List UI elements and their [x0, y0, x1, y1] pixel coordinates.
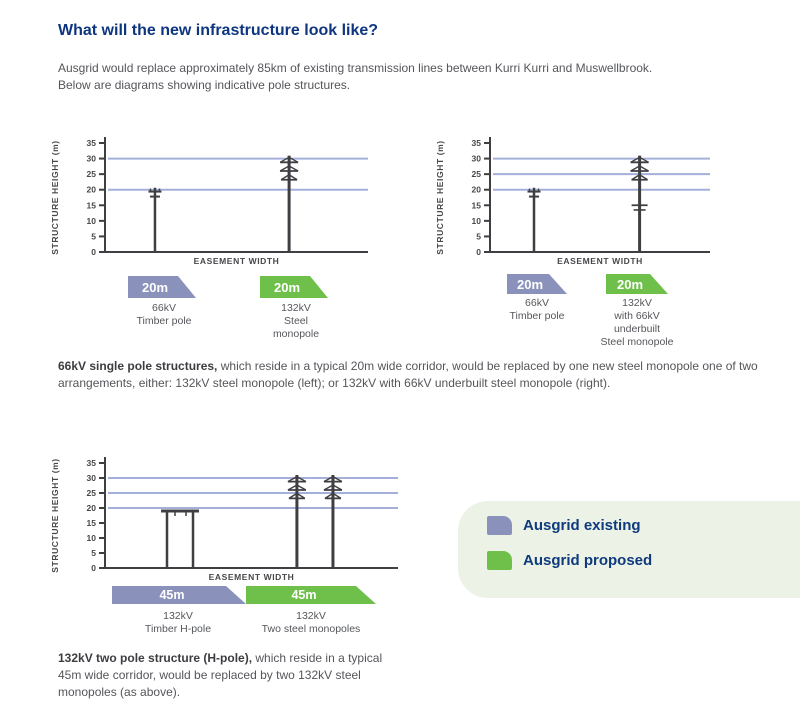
y-axis-label: STRUCTURE HEIGHT (m) [435, 140, 445, 254]
crossarm-brace [630, 165, 640, 172]
crossarm-brace [631, 174, 640, 181]
intro-text: Ausgrid would replace approximately 85km… [58, 61, 653, 92]
tick-label: 20 [87, 503, 97, 513]
crossarm-brace [288, 156, 299, 163]
easement-tag-existing-45m: 45m [112, 586, 246, 604]
x-axis-label: EASEMENT WIDTH [209, 572, 295, 582]
crossarm-brace [323, 484, 334, 491]
tag-label: 20m [273, 279, 301, 295]
crossarm-brace [288, 174, 298, 181]
tick-label: 15 [87, 200, 97, 210]
paragraph-66kv: 66kV single pole structures, which resid… [58, 358, 766, 392]
tick-label: 10 [87, 533, 97, 543]
pole-caption-132kv-monopole: 132kV Steel monopole [272, 302, 320, 340]
tick-label: 35 [87, 458, 97, 468]
tick-label: 5 [91, 231, 96, 241]
crossarm-brace [332, 492, 342, 499]
tag-label: 20m [616, 276, 644, 292]
pole-caption-hpole: 132kV Timber H-pole [144, 610, 212, 635]
easement-tag-proposed-20m: 20m [260, 276, 328, 298]
tag-label: 45m [291, 588, 317, 602]
crossarm-brace [630, 156, 640, 163]
tick-label: 5 [476, 231, 481, 241]
easement-tag-existing-20m: 20m [128, 276, 196, 298]
crossarm-brace [324, 492, 334, 499]
crossarm-brace [296, 492, 306, 499]
crossarm-brace [288, 492, 298, 499]
crossarm-brace [332, 484, 343, 491]
crossarm-brace [323, 475, 334, 483]
easement-tag-proposed-45m: 45m [246, 586, 376, 604]
paragraph-132kv-body: which reside in a typical 45m wide corri… [58, 651, 383, 699]
legend: Ausgrid existing Ausgrid proposed [458, 501, 800, 598]
crossarm-brace [296, 484, 307, 491]
crossarm-brace [639, 165, 649, 172]
tick-label: 5 [91, 548, 96, 558]
tick-label: 0 [476, 247, 481, 257]
crossarm-brace [287, 475, 298, 483]
tick-label: 10 [472, 216, 482, 226]
legend-label-proposed: Ausgrid proposed [523, 552, 653, 569]
tick-label: 25 [87, 488, 97, 498]
paragraph-132kv: 132kV two pole structure (H-pole), which… [58, 650, 398, 701]
crossarm-brace [280, 174, 290, 181]
paragraph-132kv-lead: 132kV two pole structure (H-pole), [58, 651, 253, 665]
tick-label: 25 [87, 169, 97, 179]
crossarm-brace [332, 475, 343, 483]
crossarm-brace [296, 475, 307, 483]
crossarm-brace [639, 156, 649, 163]
tick-label: 0 [91, 247, 96, 257]
tick-label: 30 [87, 154, 97, 164]
page-title: What will the new infrastructure look li… [58, 22, 379, 39]
easement-tag-proposed-20m: 20m [606, 274, 668, 294]
tag-label: 45m [159, 588, 185, 602]
axes [104, 137, 368, 253]
tick-label: 20 [472, 185, 482, 195]
paragraph-66kv-lead: 66kV single pole structures, [58, 359, 218, 373]
paragraph-66kv-body: which reside in a typical 20m wide corri… [58, 359, 758, 390]
tick-label: 35 [87, 138, 97, 148]
y-axis-label: STRUCTURE HEIGHT (m) [50, 458, 60, 572]
tag-label: 20m [141, 279, 169, 295]
pole-caption-66kv-timber: 66kV Timber pole [136, 302, 192, 327]
pole-caption-underbuilt-monopole: 132kV with 66kV underbuilt Steel monopol… [600, 297, 674, 348]
x-axis-label: EASEMENT WIDTH [557, 256, 643, 266]
tick-label: 30 [87, 473, 97, 483]
crossarm-brace [279, 165, 290, 172]
tick-label: 0 [91, 563, 96, 573]
pole-caption-two-monopoles: 132kV Two steel monopoles [261, 610, 361, 635]
x-axis-label: EASEMENT WIDTH [194, 256, 280, 266]
easement-tag-existing-20m: 20m [507, 274, 567, 294]
legend-swatch-proposed [487, 551, 512, 570]
tick-label: 15 [472, 200, 482, 210]
axes [489, 137, 710, 253]
y-axis-label: STRUCTURE HEIGHT (m) [50, 140, 60, 254]
legend-item-proposed: Ausgrid proposed [487, 551, 652, 570]
crossarm-brace [279, 156, 290, 163]
crossarm-brace [288, 165, 299, 172]
tick-label: 35 [472, 138, 482, 148]
tag-label: 20m [516, 276, 544, 292]
legend-swatch-existing [487, 516, 512, 535]
tick-label: 10 [87, 216, 97, 226]
axes [104, 457, 398, 569]
pole-caption-66kv-timber: 66kV Timber pole [509, 297, 565, 322]
tick-label: 25 [472, 169, 482, 179]
tick-label: 30 [472, 154, 482, 164]
crossarm-brace [639, 174, 648, 181]
legend-label-existing: Ausgrid existing [523, 517, 641, 534]
tick-label: 15 [87, 518, 97, 528]
crossarm-brace [287, 484, 298, 491]
legend-item-existing: Ausgrid existing [487, 516, 641, 535]
tick-label: 20 [87, 185, 97, 195]
